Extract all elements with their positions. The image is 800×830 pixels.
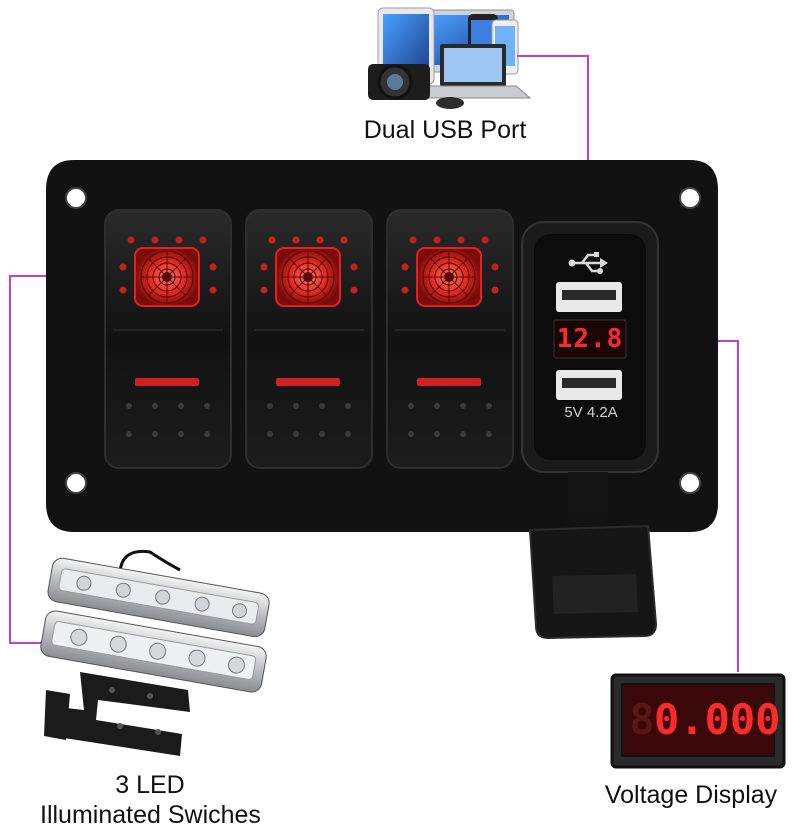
rocker-switch-2[interactable] <box>245 209 373 469</box>
meter-ghost-digit: 8 <box>629 695 655 744</box>
voltage-readout-window <box>553 319 627 359</box>
usb-module <box>521 221 659 473</box>
usb-cover-flap <box>528 472 658 640</box>
voltage-display-label: Voltage Display <box>604 781 778 809</box>
usb-icon <box>568 252 608 274</box>
mounting-hole-1 <box>65 187 87 209</box>
led-light-bars <box>40 549 270 756</box>
rocker-switch-3[interactable] <box>386 209 514 469</box>
mounting-hole-2 <box>679 187 701 209</box>
switches-label-line-2: Illuminated Swiches <box>40 801 261 829</box>
usb-port-label: Dual USB Port <box>363 116 527 144</box>
usb-voltage-readout: 12.8 <box>556 324 624 354</box>
usb-rating-text: 5V 4.2A <box>564 404 618 421</box>
voltage-meter <box>610 673 786 769</box>
rocker-switches <box>104 209 514 469</box>
switches-label: 3 LED Illuminated Swiches <box>40 770 261 830</box>
mounting-hole-3 <box>65 472 87 494</box>
devices-illustration <box>368 7 532 109</box>
meter-reading: 0.000 <box>654 695 781 744</box>
switches-label-line-1: 3 LED <box>115 771 185 799</box>
mounting-hole-4 <box>679 472 701 494</box>
rocker-switch-1[interactable] <box>104 209 232 469</box>
